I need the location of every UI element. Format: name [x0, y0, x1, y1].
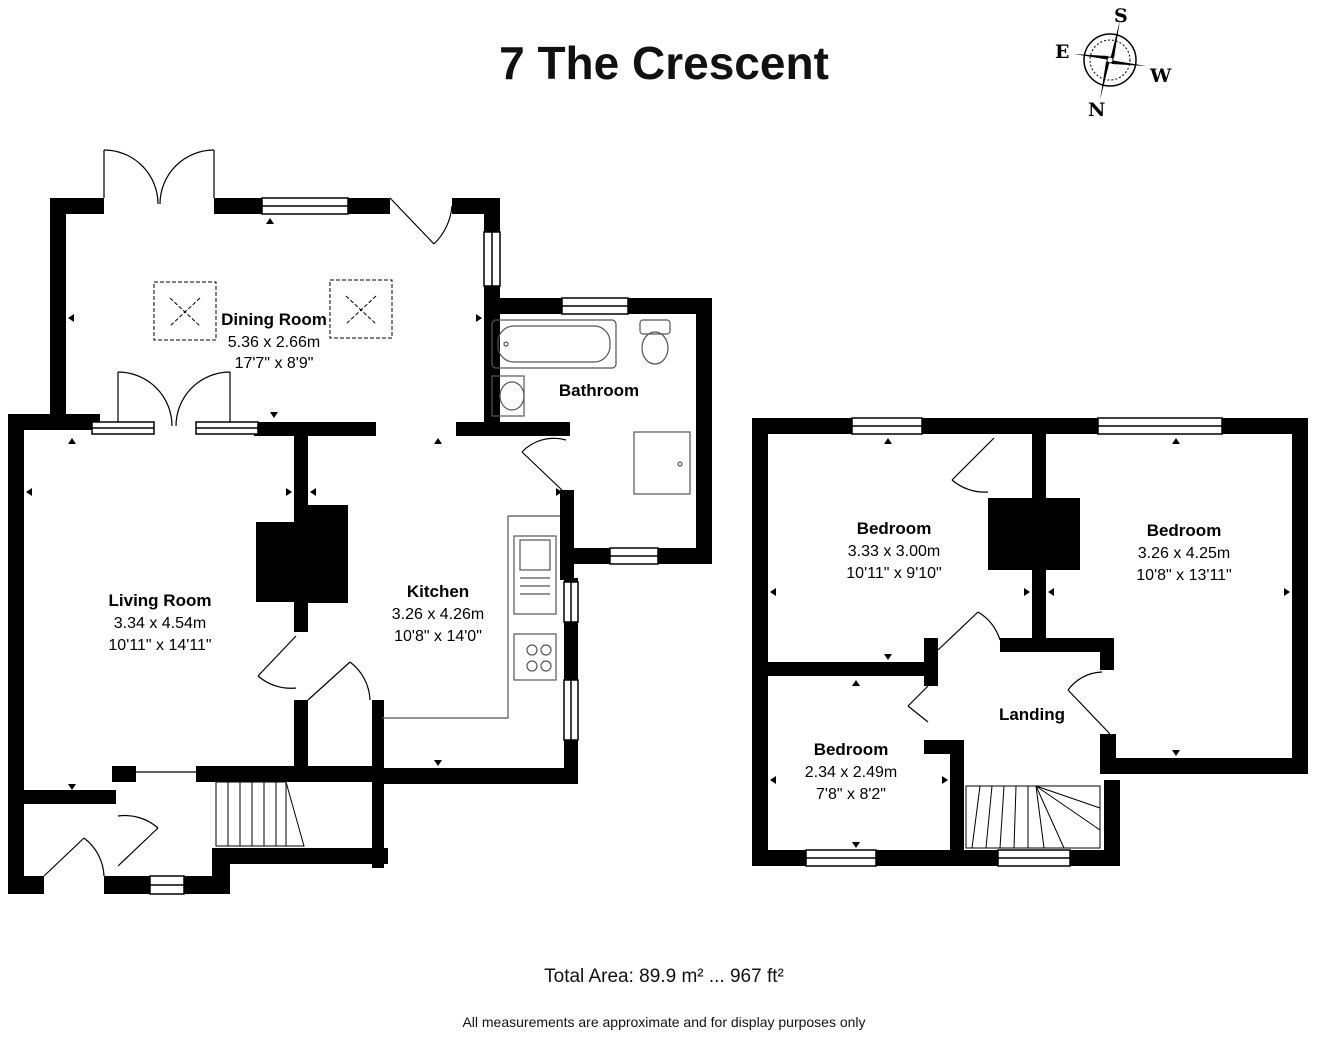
- room-label-landing: Landing: [999, 705, 1065, 724]
- room-label-bedroom-3: Bedroom 2.34 x 2.49m 7'8" x 8'2": [805, 740, 898, 803]
- compass-south-label: S: [1114, 5, 1128, 27]
- bedroom-3-metric: 2.34 x 2.49m: [805, 764, 898, 781]
- kitchen-metric: 3.26 x 4.26m: [392, 606, 485, 623]
- living-room-imperial: 10'11" x 14'11": [108, 637, 211, 654]
- bedroom-3-name: Bedroom: [814, 740, 889, 759]
- total-area: Total Area: 89.9 m² ... 967 ft²: [544, 966, 784, 987]
- compass-east-label: E: [1055, 41, 1069, 63]
- bedroom-1-imperial: 10'11" x 9'10": [846, 565, 941, 582]
- disclaimer: All measurements are approximate and for…: [462, 1014, 866, 1030]
- bathroom-fixtures: [491, 319, 691, 495]
- room-label-bedroom-2: Bedroom 3.26 x 4.25m 10'8" x 13'11": [1136, 521, 1231, 584]
- bedroom-1-metric: 3.33 x 3.00m: [848, 543, 941, 560]
- bedroom-2-name: Bedroom: [1147, 521, 1222, 540]
- compass-west-label: W: [1149, 65, 1172, 87]
- room-label-bathroom: Bathroom: [559, 381, 639, 400]
- room-label-living: Living Room 3.34 x 4.54m 10'11" x 14'11": [108, 591, 211, 654]
- ground-stairs: [215, 781, 305, 847]
- first-floor-doors: [907, 437, 1111, 735]
- living-room-metric: 3.34 x 4.54m: [114, 615, 207, 632]
- dining-room-name: Dining Room: [221, 310, 327, 329]
- room-label-kitchen: Kitchen 3.26 x 4.26m 10'8" x 14'0": [392, 582, 485, 645]
- bedroom-2-imperial: 10'8" x 13'11": [1136, 567, 1231, 584]
- bedroom-3-imperial: 7'8" x 8'2": [816, 786, 886, 803]
- rooflights: [153, 279, 393, 341]
- dimension-markers: [26, 218, 1290, 848]
- kitchen-name: Kitchen: [407, 582, 469, 601]
- ground-floor-doors: [43, 149, 567, 877]
- room-label-bedroom-1: Bedroom 3.33 x 3.00m 10'11" x 9'10": [846, 519, 941, 582]
- dining-room-imperial: 17'7" x 8'9": [235, 355, 314, 372]
- first-floor-stairs: [965, 785, 1101, 849]
- landing-name: Landing: [999, 705, 1065, 724]
- kitchen-units: [382, 515, 560, 719]
- dining-room-metric: 5.36 x 2.66m: [228, 334, 321, 351]
- first-floor-windows: [805, 417, 1223, 867]
- room-label-dining: Dining Room 5.36 x 2.66m 17'7" x 8'9": [221, 310, 327, 372]
- compass-north-label: N: [1088, 99, 1105, 121]
- living-room-name: Living Room: [109, 591, 212, 610]
- bedroom-1-name: Bedroom: [857, 519, 932, 538]
- ground-floor-windows: [91, 197, 659, 895]
- bathroom-name: Bathroom: [559, 381, 639, 400]
- plan-title: 7 The Crescent: [499, 37, 829, 89]
- bedroom-2-metric: 3.26 x 4.25m: [1138, 545, 1231, 562]
- kitchen-imperial: 10'8" x 14'0": [394, 628, 482, 645]
- compass-icon: S E W N: [1055, 5, 1172, 121]
